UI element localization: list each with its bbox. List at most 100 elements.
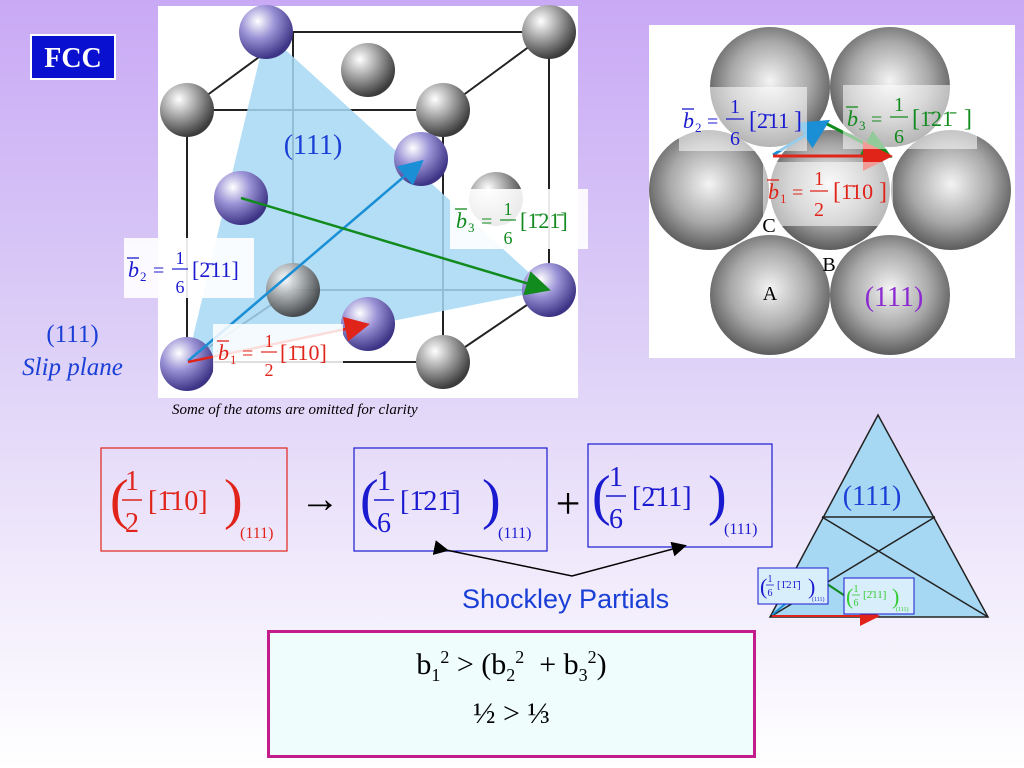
svg-text:b: b (683, 108, 694, 133)
svg-text:): ) (892, 584, 899, 609)
reaction-plus: + (556, 479, 581, 528)
svg-text:): ) (808, 574, 815, 599)
svg-text:2: 2 (695, 120, 702, 135)
energy-values: ½ > ⅓ (473, 697, 550, 730)
stack-b3-label: b 3 = 1 6 [ 1̄21̄ ] (843, 85, 977, 149)
fcc-badge: FCC (30, 34, 116, 80)
svg-text:1: 1 (894, 94, 904, 116)
svg-text:(: ( (110, 469, 129, 531)
svg-text:]: ] (794, 108, 802, 134)
svg-text:1: 1 (125, 466, 139, 497)
svg-text:[1̄10]: [1̄10] (148, 486, 208, 517)
svg-text:1: 1 (504, 199, 513, 219)
svg-text:=: = (707, 111, 718, 133)
stack-b1-label: b 1 = 1 2 [ 1̄10 ] (763, 162, 893, 226)
svg-text:6: 6 (609, 504, 623, 535)
svg-text:(: ( (846, 584, 853, 609)
slip-plane-text: Slip plane (22, 354, 123, 381)
rhs1-burgers-vector: ( 1 6 [1̄21̄] ) (111) (353, 447, 548, 552)
svg-text:6: 6 (176, 277, 185, 297)
svg-text:(111): (111) (896, 606, 909, 613)
triangle-box-1: ( 1 6 [1̄21̄] ) (111) (757, 567, 829, 605)
svg-text:]: ] (964, 106, 972, 132)
svg-text:1: 1 (780, 191, 787, 206)
layer-label-b: B (822, 254, 835, 276)
atom-purple (341, 297, 395, 351)
cell-plane-label: (111) (284, 130, 343, 161)
energy-inequality: b12 > (b22 + b32) (416, 647, 607, 685)
svg-text:b: b (456, 208, 467, 233)
rhs2-burgers-vector: ( 1 6 [2̄11] ) (111) (587, 443, 773, 548)
svg-text:(: ( (760, 574, 767, 599)
svg-text:6: 6 (768, 588, 773, 599)
svg-text:1: 1 (265, 331, 274, 351)
stack-b2-label: b 2 = 1 6 [ 2̄11 ] (679, 87, 807, 151)
triangle-line (821, 516, 989, 618)
svg-text:(111): (111) (724, 521, 757, 538)
svg-text:1: 1 (730, 96, 740, 118)
reaction-arrow: → (300, 476, 340, 521)
svg-text:(111): (111) (812, 596, 825, 603)
svg-text:b: b (218, 340, 229, 365)
atom-grey (416, 335, 470, 389)
svg-text:1: 1 (814, 168, 824, 190)
svg-text:b: b (847, 106, 858, 131)
atom-grey (416, 83, 470, 137)
svg-text:1: 1 (854, 584, 859, 595)
svg-text:3: 3 (859, 118, 866, 133)
svg-text:2: 2 (140, 269, 147, 284)
atom-grey (266, 263, 320, 317)
svg-text:1: 1 (230, 352, 237, 367)
svg-text:6: 6 (504, 228, 513, 248)
atom-big (891, 130, 1011, 250)
svg-text:(: ( (360, 469, 379, 531)
triangle-schematic: (111) ( 1 6 [1̄21̄] ) (111) ( 1 6 [2̄11]… (757, 413, 990, 626)
svg-text:b: b (768, 179, 779, 204)
atom-big (710, 235, 830, 355)
svg-text:2: 2 (265, 360, 274, 380)
svg-text:]: ] (879, 179, 887, 205)
b3-vector-arrow (240, 196, 551, 296)
svg-text:(: ( (592, 465, 611, 527)
atom-purple (239, 5, 293, 59)
svg-text:1: 1 (609, 462, 623, 493)
stack-plane-label: (111) (865, 282, 924, 313)
shockley-partials-label: Shockley Partials (462, 584, 670, 614)
svg-text:6: 6 (894, 126, 904, 148)
atom-purple (522, 263, 576, 317)
cube-b2-label: b 2 = 1 6 [2̄11] (124, 238, 254, 298)
svg-text:=: = (153, 260, 164, 282)
svg-text:=: = (792, 182, 803, 204)
svg-text:[: [ (833, 179, 841, 205)
svg-text:1̄21̄: 1̄21̄ (920, 106, 957, 131)
svg-text:[1̄21̄]: [1̄21̄] (400, 486, 461, 517)
triangle-plane-label: (111) (843, 481, 902, 512)
svg-text:[: [ (912, 106, 920, 132)
layer-label-a: A (763, 283, 778, 305)
svg-text:2̄11: 2̄11 (757, 108, 789, 133)
svg-text:[1̄10]: [1̄10] (280, 340, 327, 365)
svg-text:[1̄21̄]: [1̄21̄] (777, 579, 801, 591)
svg-text:): ) (224, 469, 243, 531)
svg-text:b: b (128, 257, 139, 282)
svg-text:[: [ (749, 108, 757, 134)
svg-text:(111): (111) (498, 525, 531, 542)
svg-text:6: 6 (377, 508, 391, 539)
shockley-pointer-arrows (432, 540, 687, 577)
svg-text:): ) (482, 469, 501, 531)
atom-big (830, 235, 950, 355)
svg-text:6: 6 (730, 128, 740, 150)
atom-big (649, 130, 769, 250)
slip-plane-miller: (111) (46, 321, 99, 348)
svg-text:2: 2 (125, 508, 139, 539)
svg-text:=: = (481, 211, 492, 233)
svg-text:2: 2 (814, 199, 824, 221)
atom-grey (160, 83, 214, 137)
lhs-burgers-vector: ( 1 2 [1̄10] ) (111) (100, 447, 288, 552)
svg-text:1: 1 (377, 466, 391, 497)
cell-caption: Some of the atoms are omitted for clarit… (172, 402, 418, 418)
svg-text:[2̄11]: [2̄11] (192, 257, 239, 282)
triangle-box-2: ( 1 6 [2̄11] ) (111) (843, 577, 915, 615)
svg-text:[1̄21̄]: [1̄21̄] (520, 208, 568, 233)
energy-relation-box: b12 > (b22 + b32) ½ > ⅓ (267, 630, 756, 758)
